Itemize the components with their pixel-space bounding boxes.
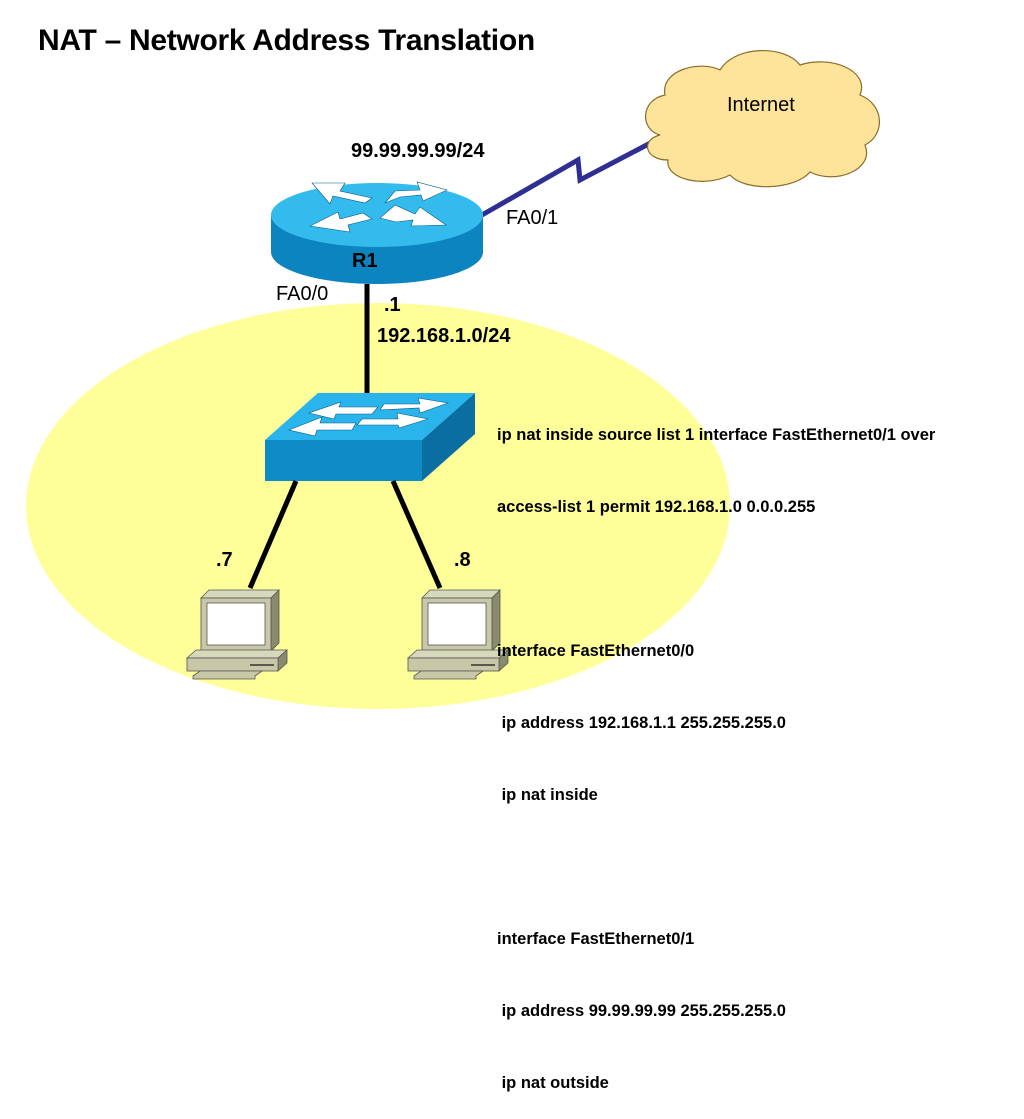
lan-link-pc2 [390, 479, 443, 590]
config-line: ip nat inside [497, 786, 598, 804]
router-config: ip nat inside source list 1 interface Fa… [497, 375, 935, 1119]
config-line: interface FastEthernet0/0 [497, 642, 695, 660]
router-outside-interface: FA0/1 [506, 207, 559, 229]
pc-host-8-icon [406, 589, 510, 680]
router-outside-ip: 99.99.99.99/24 [351, 140, 485, 162]
config-line: interface FastEthernet0/1 [497, 930, 695, 948]
internet-cloud-icon [645, 49, 880, 188]
router-inside-host: .1 [384, 294, 401, 316]
pc-host-7-icon [185, 589, 289, 680]
switch-icon [265, 393, 475, 481]
router-name: R1 [352, 250, 378, 272]
host-8-label: .8 [454, 549, 471, 571]
wan-link [480, 135, 662, 218]
config-line: ip nat inside source list 1 interface Fa… [497, 426, 936, 444]
internet-label: Internet [727, 94, 795, 116]
lan-link-pc1 [247, 480, 299, 589]
network-diagram [26, 49, 880, 709]
config-line [497, 855, 935, 879]
config-line: ip nat outside [497, 1074, 609, 1092]
router-r1-icon [271, 181, 483, 284]
lan-subnet: 192.168.1.0/24 [377, 325, 511, 347]
config-line [497, 567, 935, 591]
host-7-label: .7 [216, 549, 233, 571]
config-line: ip address 99.99.99.99 255.255.255.0 [497, 1002, 786, 1020]
config-line: ip address 192.168.1.1 255.255.255.0 [497, 714, 786, 732]
config-line: access-list 1 permit 192.168.1.0 0.0.0.2… [497, 498, 816, 516]
page-title: NAT – Network Address Translation [38, 24, 535, 57]
router-inside-interface: FA0/0 [276, 283, 329, 305]
